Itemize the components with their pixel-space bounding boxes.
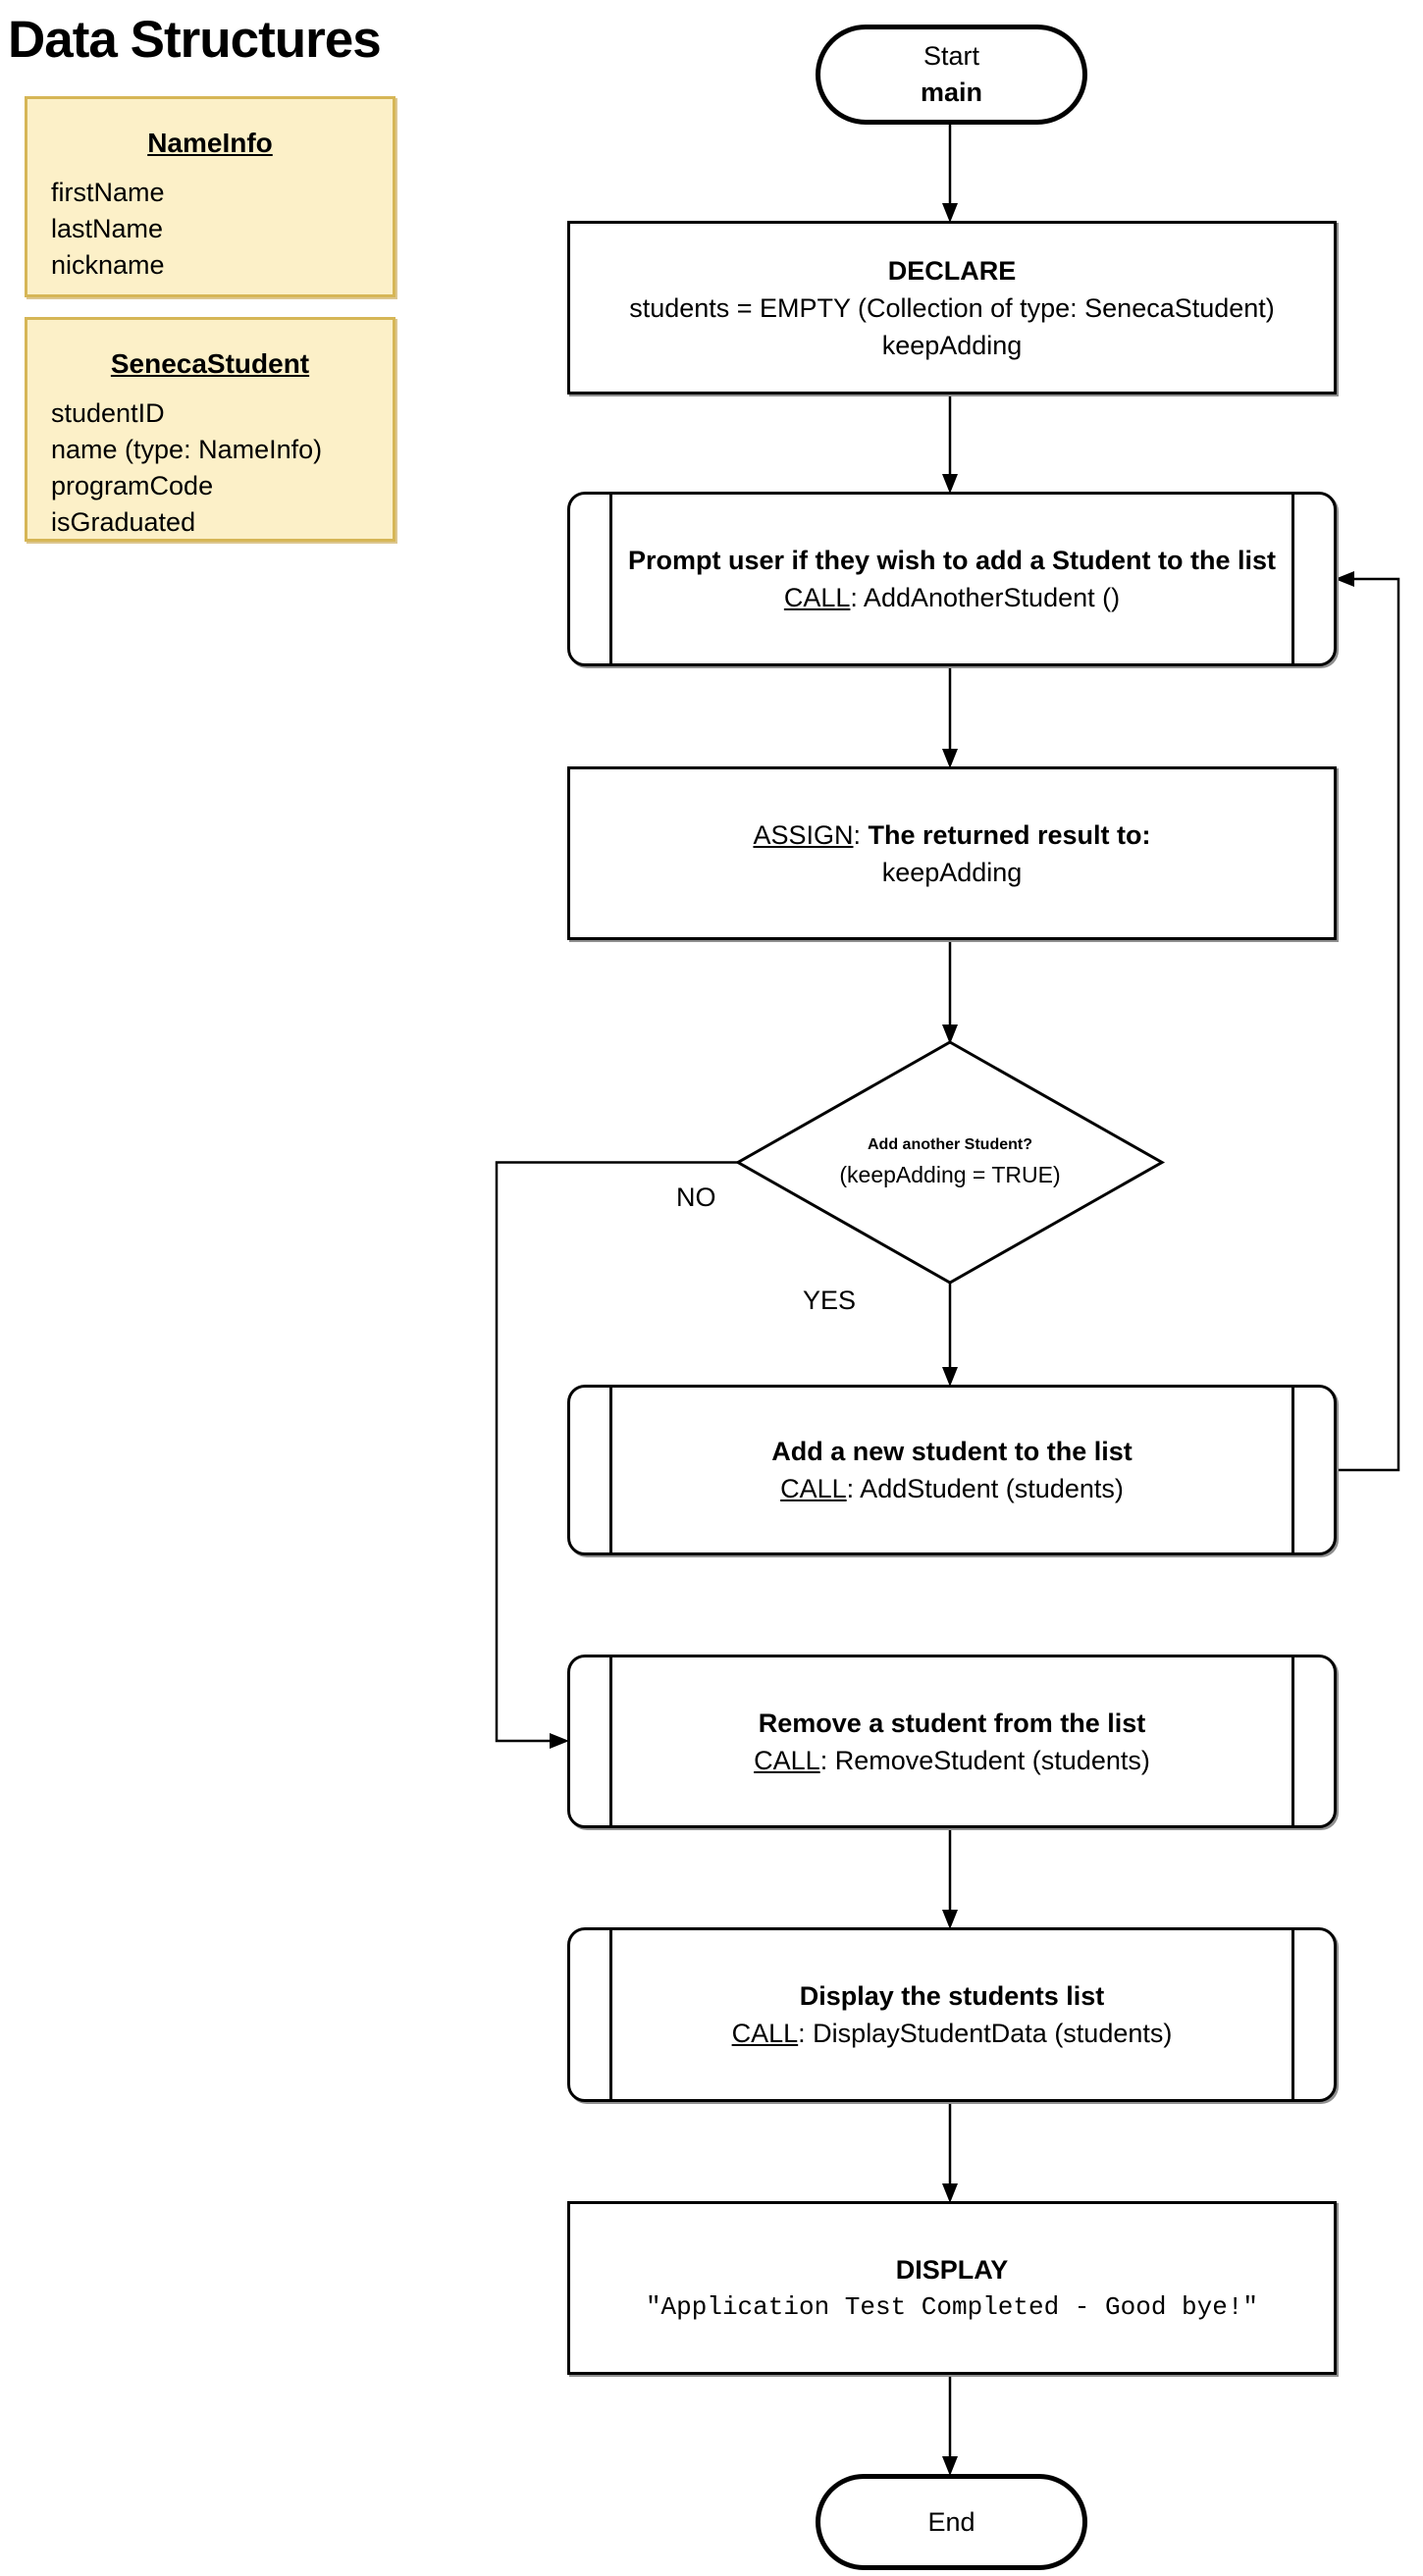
note-senecastudent: SenecaStudent studentID name (type: Name… — [25, 317, 395, 542]
add-call-args: : AddStudent (students) — [846, 1474, 1124, 1503]
predefined-display: Display the students list CALL: DisplayS… — [567, 1927, 1337, 2102]
arrowhead-declare — [942, 203, 958, 223]
display-call-keyword: CALL — [731, 2019, 799, 2048]
page-title: Data Structures — [8, 11, 382, 69]
note-field: isGraduated — [51, 507, 196, 537]
decision-question: Add another Student? — [868, 1136, 1032, 1153]
connector-add-prompt-loop — [1337, 577, 1400, 1472]
note-senecastudent-heading: SenecaStudent — [110, 348, 310, 379]
start-function-name: main — [920, 78, 983, 107]
remove-text: Remove a student from the list — [758, 1708, 1146, 1738]
arrowhead-displaymsg — [942, 2183, 958, 2203]
note-field: firstName — [51, 178, 165, 207]
add-text: Add a new student to the list — [771, 1437, 1133, 1466]
remove-call-args: : RemoveStudent (students) — [819, 1745, 1150, 1775]
remove-call-keyword: CALL — [754, 1745, 820, 1775]
prompt-call-line: CALL: AddAnotherStudent () — [784, 579, 1120, 616]
prompt-call-args: : AddAnotherStudent () — [850, 583, 1121, 612]
display-text: Display the students list — [799, 1981, 1105, 2011]
arrowhead-assign — [942, 749, 958, 768]
branch-label-no: NO — [673, 1183, 719, 1213]
add-call-keyword: CALL — [780, 1474, 847, 1503]
arrowhead-prompt — [942, 474, 958, 494]
display-call-args: : DisplayStudentData (students) — [798, 2019, 1173, 2048]
assign-line2: keepAdding — [881, 857, 1023, 887]
prompt-text: Prompt user if they wish to add a Studen… — [627, 546, 1277, 575]
note-nameinfo-heading: NameInfo — [147, 128, 273, 158]
prompt-call-keyword: CALL — [783, 583, 851, 612]
note-field: studentID — [51, 398, 165, 428]
predefined-add: Add a new student to the list CALL: AddS… — [567, 1385, 1337, 1555]
process-declare: DECLARE students = EMPTY (Collection of … — [567, 221, 1337, 394]
connector-decision-remove-no — [495, 1161, 743, 1743]
process-display-message: DISPLAY "Application Test Completed - Go… — [567, 2201, 1337, 2375]
note-field: name (type: NameInfo) — [51, 435, 323, 464]
start-label: Start — [922, 41, 980, 71]
arrowhead-add — [942, 1367, 958, 1387]
decision-condition: (keepAdding = TRUE) — [839, 1162, 1061, 1187]
branch-label-yes: YES — [800, 1286, 860, 1316]
assign-text: The returned result to: — [868, 819, 1151, 850]
arrowhead-remove — [550, 1733, 569, 1749]
declare-title: DECLARE — [887, 255, 1017, 286]
display-msg-text: "Application Test Completed - Good bye!" — [645, 2291, 1259, 2322]
arrowhead-display — [942, 1910, 958, 1929]
arrowhead-decision — [942, 1025, 958, 1044]
assign-colon: : — [853, 819, 869, 850]
end-label: End — [927, 2506, 975, 2537]
decision-diamond — [734, 1040, 1166, 1285]
note-field: nickname — [51, 250, 165, 280]
process-assign: ASSIGN: The returned result to: keepAddi… — [567, 766, 1337, 940]
remove-call-line: CALL: RemoveStudent (students) — [754, 1742, 1150, 1779]
end-terminator: End — [816, 2474, 1087, 2570]
note-field: programCode — [51, 471, 214, 500]
add-call-line: CALL: AddStudent (students) — [780, 1470, 1124, 1507]
predefined-remove: Remove a student from the list CALL: Rem… — [567, 1655, 1337, 1828]
start-terminator: Start main — [816, 25, 1087, 125]
assign-keyword: ASSIGN — [753, 819, 854, 850]
arrowhead-loop-prompt — [1335, 571, 1354, 587]
predefined-prompt: Prompt user if they wish to add a Studen… — [567, 492, 1337, 666]
decision-label: Add another Student? (keepAdding = TRUE) — [743, 1042, 1157, 1283]
declare-line3: keepAdding — [881, 330, 1023, 360]
display-call-line: CALL: DisplayStudentData (students) — [732, 2015, 1173, 2052]
assign-line1: ASSIGN: The returned result to: — [753, 816, 1150, 854]
declare-line2: students = EMPTY (Collection of type: Se… — [629, 292, 1275, 323]
note-field: lastName — [51, 214, 164, 243]
note-nameinfo: NameInfo firstName lastName nickname — [25, 96, 395, 297]
display-msg-title: DISPLAY — [895, 2254, 1009, 2285]
arrowhead-end — [942, 2456, 958, 2476]
